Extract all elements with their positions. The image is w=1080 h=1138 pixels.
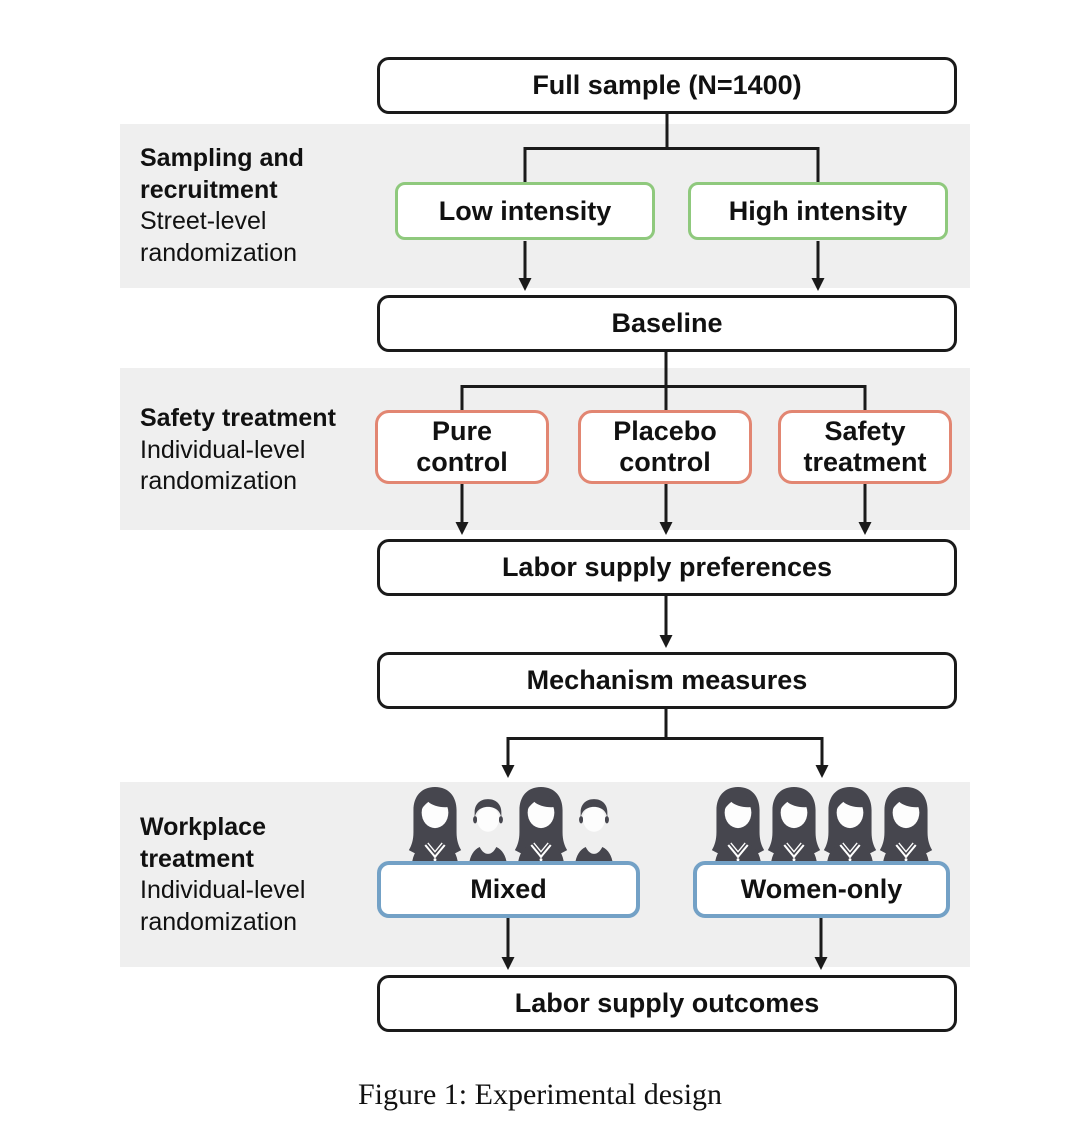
node-label: Baseline <box>611 308 723 338</box>
node-full-sample: Full sample (N=1400) <box>377 57 957 114</box>
node-pure-control: Pure control <box>375 410 549 484</box>
node-mechanism-measures: Mechanism measures <box>377 652 957 709</box>
node-low-intensity: Low intensity <box>395 182 655 240</box>
node-label-line: control <box>416 447 508 477</box>
stage-subtitle-line: randomization <box>140 467 298 495</box>
node-label: Mixed <box>470 874 547 904</box>
stage-subtitle-line: randomization <box>140 238 298 267</box>
node-labor-supply-outcomes: Labor supply outcomes <box>377 975 957 1032</box>
stage-title-line: Safety treatment <box>140 404 336 432</box>
stage-subtitle-line: Individual-level <box>140 876 306 904</box>
node-label-line: Placebo <box>613 416 717 446</box>
woman-icon <box>762 786 826 864</box>
node-label-line: Pure <box>431 416 493 446</box>
node-women-only: Women-only <box>693 861 950 918</box>
node-label-line: Safety <box>824 416 906 446</box>
stage-title-line: Sampling and <box>140 144 304 172</box>
stage-title-line: recruitment <box>140 175 278 204</box>
woman-icon <box>874 786 938 864</box>
stage-title-line: treatment <box>140 844 254 873</box>
node-label: Mechanism measures <box>526 665 808 695</box>
mixed-group-icons <box>377 786 640 864</box>
stage-label-safety: Safety treatment Individual-level random… <box>140 403 336 498</box>
stage-subtitle-line: Individual-level <box>140 435 306 464</box>
woman-icon <box>403 786 467 864</box>
node-high-intensity: High intensity <box>688 182 948 240</box>
node-placebo-control: Placebo control <box>578 410 752 484</box>
stage-subtitle-line: randomization <box>140 907 298 936</box>
connector-lines <box>460 114 867 959</box>
node-safety-treatment: Safety treatment <box>778 410 952 484</box>
women-only-group-icons <box>693 786 950 864</box>
stage-label-sampling: Sampling and recruitment Street-level ra… <box>140 143 304 269</box>
node-baseline: Baseline <box>377 295 957 352</box>
stage-title-line: Workplace <box>140 813 266 841</box>
figure-caption: Figure 1: Experimental design <box>357 1078 723 1111</box>
node-label-line: control <box>619 447 711 477</box>
node-label: Full sample (N=1400) <box>532 70 802 100</box>
stage-label-workplace: Workplace treatment Individual-level ran… <box>140 812 305 938</box>
node-label: High intensity <box>728 195 908 226</box>
node-mixed: Mixed <box>377 861 640 918</box>
stage-subtitle-line: Street-level <box>140 207 267 235</box>
node-label: Labor supply preferences <box>501 552 833 582</box>
woman-icon <box>509 786 573 864</box>
node-label: Low intensity <box>438 195 612 226</box>
node-label: Women-only <box>740 874 903 904</box>
woman-icon <box>706 786 770 864</box>
man-icon <box>565 794 623 864</box>
node-labor-supply-preferences: Labor supply preferences <box>377 539 957 596</box>
node-label: Labor supply outcomes <box>514 988 820 1018</box>
woman-icon <box>818 786 882 864</box>
node-label-line: treatment <box>803 447 927 477</box>
